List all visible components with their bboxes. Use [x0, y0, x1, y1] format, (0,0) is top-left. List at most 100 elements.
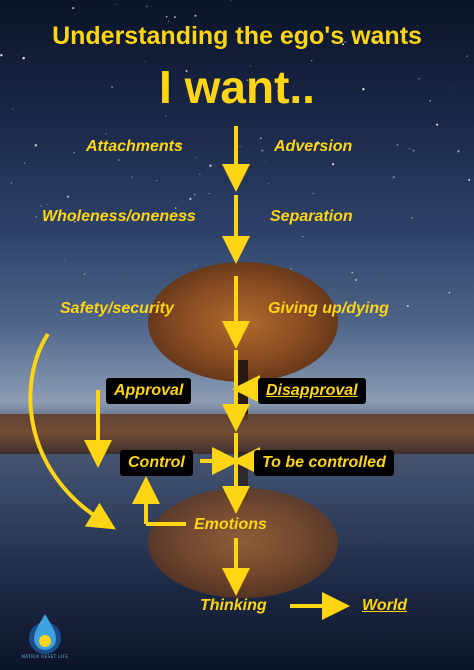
box-approval: Approval	[106, 378, 192, 404]
star	[118, 159, 120, 161]
star	[351, 271, 354, 274]
star	[177, 144, 180, 146]
star	[436, 123, 439, 126]
label-world: World	[362, 597, 408, 614]
label-giving-up: Giving up/dying	[268, 300, 389, 317]
star	[105, 132, 107, 135]
star	[115, 3, 117, 5]
star	[316, 141, 320, 144]
star	[131, 176, 134, 178]
star	[72, 216, 75, 219]
star	[302, 235, 304, 238]
label-safety: Safety/security	[60, 300, 174, 317]
star	[199, 173, 201, 175]
star	[34, 144, 38, 147]
star	[194, 264, 196, 266]
star	[64, 260, 66, 262]
star	[311, 60, 313, 62]
star	[312, 192, 315, 195]
star	[73, 151, 76, 154]
box-control: Control	[120, 450, 193, 476]
star	[265, 161, 267, 163]
star	[344, 40, 347, 44]
star	[35, 216, 38, 218]
star	[342, 43, 345, 46]
star	[452, 87, 454, 89]
label-emotions: Emotions	[194, 516, 267, 533]
star	[429, 99, 432, 102]
star	[246, 79, 249, 82]
star	[185, 69, 188, 73]
star	[362, 88, 365, 91]
star	[184, 214, 187, 217]
star	[448, 291, 451, 294]
star	[10, 182, 13, 184]
star	[276, 90, 279, 92]
label-wholeness: Wholeness/oneness	[42, 208, 196, 225]
star	[156, 179, 158, 182]
star	[40, 205, 42, 207]
star	[406, 304, 409, 307]
star	[24, 162, 26, 164]
star	[72, 7, 75, 10]
star	[355, 279, 357, 281]
box-to-be-controlled: To be controlled	[254, 450, 394, 476]
logo-caption: MATRIX RESET LIFE	[21, 654, 69, 659]
star	[167, 20, 170, 22]
star	[230, 0, 232, 1]
star	[0, 54, 3, 57]
star	[392, 176, 395, 179]
star	[249, 65, 251, 67]
star	[259, 137, 262, 140]
star	[268, 183, 270, 185]
water-drop-logo-icon	[29, 614, 61, 654]
headline-i-want: I want..	[159, 61, 315, 113]
label-attachments: Attachments	[86, 138, 183, 155]
arrow-safety-curve	[28, 332, 116, 530]
star	[457, 150, 460, 153]
star	[209, 164, 212, 167]
star	[74, 220, 76, 223]
label-thinking: Thinking	[200, 597, 267, 614]
star	[349, 148, 351, 150]
star	[194, 14, 197, 17]
star	[209, 38, 212, 42]
star	[418, 77, 420, 80]
star	[83, 273, 86, 275]
box-disapproval: Disapproval	[258, 378, 366, 404]
star	[412, 149, 415, 152]
star	[166, 16, 168, 18]
star	[105, 44, 107, 46]
star	[12, 108, 14, 110]
star	[174, 16, 176, 18]
star	[468, 178, 471, 181]
star	[374, 40, 378, 43]
star	[189, 197, 192, 201]
star	[66, 195, 70, 198]
star	[111, 86, 114, 89]
star	[208, 192, 210, 194]
star	[331, 163, 335, 166]
star	[408, 147, 411, 150]
star	[466, 55, 469, 57]
star	[166, 90, 168, 92]
star	[181, 200, 183, 202]
star	[46, 204, 48, 205]
star	[396, 143, 399, 146]
star	[17, 55, 19, 57]
star	[239, 145, 241, 147]
label-adversion: Adversion	[274, 138, 353, 155]
label-separation: Separation	[270, 208, 353, 225]
star	[417, 25, 419, 26]
star	[165, 115, 167, 117]
star	[22, 56, 25, 60]
poster-title: Understanding the ego's wants	[52, 22, 422, 50]
star	[194, 193, 196, 196]
star	[261, 149, 264, 152]
star	[196, 157, 198, 159]
star	[175, 207, 177, 209]
star	[145, 5, 148, 8]
